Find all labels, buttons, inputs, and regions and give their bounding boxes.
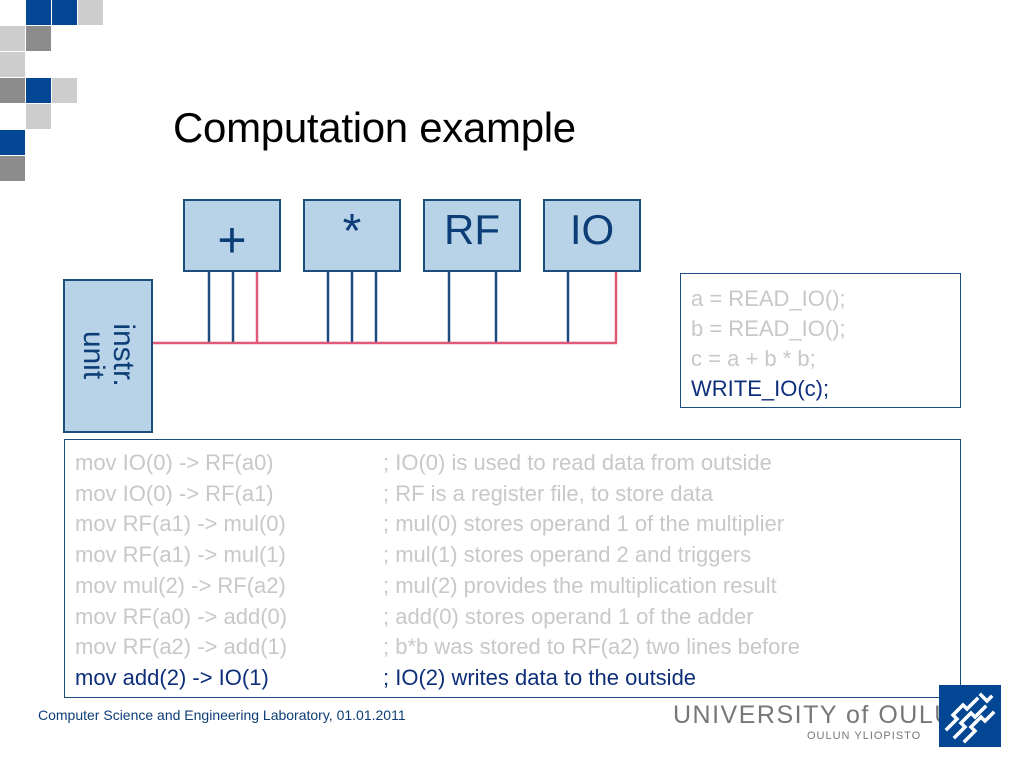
code-line: b = READ_IO(); <box>691 316 846 341</box>
asm-row: mov RF(a0) -> add(0) ; add(0) stores ope… <box>75 602 960 633</box>
c-code-box: a = READ_IO(); b = READ_IO(); c = a + b … <box>680 273 961 408</box>
asm-instruction: mov RF(a1) -> mul(1) <box>75 542 286 568</box>
footer-text: Computer Science and Engineering Laborat… <box>38 707 406 723</box>
asm-instruction: mov IO(0) -> RF(a0) <box>75 450 274 475</box>
asm-row: mov RF(a1) -> mul(0) ; mul(0) stores ope… <box>75 509 960 540</box>
asm-instruction: mov add(2) -> IO(1) <box>75 664 269 690</box>
adder-unit: + <box>183 199 281 272</box>
instruction-unit-label: instr. unit <box>77 310 140 400</box>
asm-instruction: mov mul(2) -> RF(a2) <box>75 572 286 598</box>
register-file-label: RF <box>444 205 500 253</box>
assembly-listing: mov IO(0) -> RF(a0) ; IO(0) is used to r… <box>64 439 961 698</box>
page-title: Computation example <box>173 104 576 151</box>
asm-comment: ; IO(2) writes data to the outside <box>383 664 697 690</box>
asm-comment: ; mul(0) stores operand 1 of the multipl… <box>383 511 785 537</box>
university-subtitle: OULUN YLIOPISTO <box>807 730 922 742</box>
code-line: a = READ_IO(); <box>691 286 846 311</box>
code-line-current: WRITE_IO(c); <box>691 376 830 401</box>
multiplier-label: * <box>342 204 362 258</box>
asm-instruction: mov RF(a0) -> add(0) <box>75 603 288 629</box>
asm-instruction: mov IO(0) -> RF(a1) <box>75 480 274 506</box>
asm-comment: ; RF is a register file, to store data <box>383 480 714 506</box>
asm-row: mov IO(0) -> RF(a0) ; IO(0) is used to r… <box>75 448 960 479</box>
asm-instruction: mov RF(a1) -> mul(0) <box>75 511 286 537</box>
university-logo-icon <box>939 685 1001 747</box>
asm-row-current: mov add(2) -> IO(1) ; IO(2) writes data … <box>75 663 960 694</box>
adder-label: + <box>217 211 247 268</box>
asm-comment: ; add(0) stores operand 1 of the adder <box>383 603 754 629</box>
multiplier-unit: * <box>303 199 401 272</box>
instr-label-line2: unit <box>77 330 110 380</box>
asm-row: mov RF(a2) -> add(1) ; b*b was stored to… <box>75 632 960 663</box>
asm-comment: ; mul(1) stores operand 2 and triggers <box>383 542 752 568</box>
instruction-unit <box>63 279 153 433</box>
code-line: c = a + b * b; <box>691 346 816 371</box>
asm-comment: ; b*b was stored to RF(a2) two lines bef… <box>383 634 800 660</box>
instr-label-line1: instr. <box>107 323 140 387</box>
asm-comment: ; IO(0) is used to read data from outsid… <box>383 450 772 475</box>
io-unit: IO <box>543 199 641 272</box>
asm-comment: ; mul(2) provides the multiplication res… <box>383 572 777 598</box>
asm-instruction: mov RF(a2) -> add(1) <box>75 634 288 660</box>
university-name: UNIVERSITY of OULU <box>673 701 954 729</box>
asm-row: mov mul(2) -> RF(a2) ; mul(2) provides t… <box>75 571 960 602</box>
io-label: IO <box>569 205 615 253</box>
register-file-unit: RF <box>423 199 521 272</box>
asm-row: mov IO(0) -> RF(a1) ; RF is a register f… <box>75 479 960 510</box>
asm-row: mov RF(a1) -> mul(1) ; mul(1) stores ope… <box>75 540 960 571</box>
